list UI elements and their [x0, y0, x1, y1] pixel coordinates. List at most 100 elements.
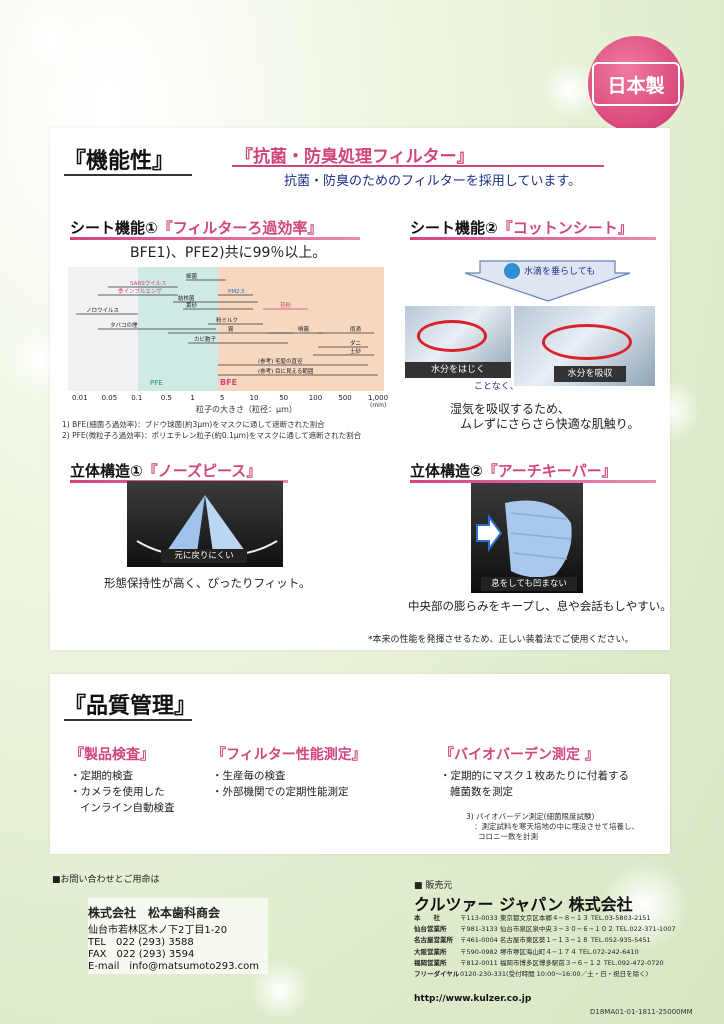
- highlight-ring: [417, 320, 487, 352]
- office-row: 仙台営業所〒981-3133 仙台市泉区泉中央３−３０−６−１０２ TEL.02…: [414, 924, 714, 935]
- arch-keeper-photo: 息をしても凹まない: [471, 483, 583, 593]
- usage-footnote: *本来の性能を発揮させるため、正しい装着法でご使用ください。: [368, 635, 634, 645]
- particle-label: SARSウイルス: [130, 279, 167, 287]
- particle-label: 結核菌: [178, 294, 195, 302]
- sheet2-underline: [410, 237, 656, 240]
- office-name: 名古屋営業所: [414, 936, 453, 945]
- struct2-desc: 中央部の膨らみをキープし、息や会話もしやすい。: [408, 599, 672, 613]
- sheet2-desc-1: 湿気を吸収するため、: [450, 402, 571, 416]
- sheet1-underline: [70, 237, 360, 240]
- contact-label: ■お問い合わせとご用命は: [52, 875, 160, 885]
- qm-item: ・定期的検査: [70, 770, 133, 782]
- struct1-name: 『ノーズピース』: [142, 462, 262, 480]
- sparkle: [20, 10, 80, 70]
- badge-label: 日本製: [592, 62, 680, 106]
- particle-label: 花粉: [280, 301, 292, 309]
- x-tick-label: 50: [279, 394, 289, 402]
- x-tick-label: 1,000: [368, 394, 389, 402]
- mask-pleats: [510, 512, 572, 560]
- dealer-fax: FAX 022 (293) 3594: [88, 949, 195, 960]
- sheet2-prefix: シート機能②: [410, 219, 498, 237]
- note-line: コロニー数を計測: [478, 832, 538, 841]
- drop-label: 水滴を垂らしても: [524, 267, 596, 277]
- particle-label: 細菌: [186, 272, 198, 280]
- office-name: 大阪営業所: [414, 947, 447, 956]
- sheet1-name: 『フィルターろ過効率』: [157, 219, 323, 237]
- x-axis-unit: (mm): [370, 402, 387, 409]
- office-name: フリーダイヤル: [414, 970, 460, 979]
- sheet1-title: シート機能①『フィルターろ過効率』: [70, 217, 322, 238]
- note-line: 3) バイオバーデン測定(細菌限度試験): [466, 812, 595, 821]
- sheet1-subtitle: BFE1)、PFE2)共に99％以上。: [130, 245, 327, 261]
- office-row: 大阪営業所 〒590-0982 堺市堺区海山町４−１７４ TEL.072-242-…: [414, 947, 714, 958]
- office-row: 名古屋営業所〒461-0004 名古屋市東区葵１−１３−１８ TEL.052-9…: [414, 935, 714, 946]
- qm-item: ・定期的にマスク１枚あたりに付着する: [440, 770, 629, 782]
- sheet1-prefix: シート機能①: [70, 219, 158, 237]
- quality-panel: [50, 674, 670, 854]
- struct2-underline: [410, 480, 656, 483]
- sheet2-name: 『コットンシート』: [497, 219, 633, 237]
- x-axis-label: 粒子の大きさ（粒径：μm）: [196, 405, 297, 414]
- office-address: 〒461-0004 名古屋市東区葵１−１３−１８ TEL.052-935-545…: [460, 936, 651, 945]
- quality-underline: [64, 719, 192, 721]
- particle-label: PM2.5: [228, 289, 245, 295]
- office-list: 本 社〒113-0033 東京都文京区本郷４−８−１３ TEL.03-5803-…: [414, 913, 714, 980]
- particle-label: ノロウイルス: [86, 306, 119, 314]
- filter-description: 抗菌・防臭のためのフィルターを採用しています。: [284, 174, 582, 189]
- qm-item: ・外部機関での定期性能測定: [212, 786, 349, 798]
- qm-item: ・生産毎の検査: [212, 770, 286, 782]
- seller-label: ■ 販売元: [414, 881, 453, 891]
- particle-label: (参考) 目に見える範囲: [258, 367, 314, 375]
- office-address: 〒812-0011 福岡市博多区博多駅前３−６−１２ TEL.092-472-0…: [460, 958, 664, 967]
- particle-label: タバコの煙: [110, 321, 138, 329]
- title-underline: [64, 174, 192, 176]
- filter-title: 『抗菌・防臭処理フィルター』: [236, 147, 474, 167]
- x-tick-label: 100: [308, 394, 323, 402]
- seller-url[interactable]: http://www.kulzer.co.jp: [414, 994, 532, 1004]
- mask-right: [205, 495, 245, 553]
- qm-heading: 『製品検査』: [70, 747, 154, 763]
- water-absorb-photo: 水分を吸収: [514, 306, 655, 386]
- repel-caption: 水分をはじく: [405, 362, 511, 378]
- sheet2-desc-2: ムレずにさらさら快適な肌触り。: [460, 417, 640, 431]
- bfe-zone-label: BFE: [220, 378, 237, 387]
- arch-photo-label: 息をしても凹まない: [481, 577, 577, 591]
- bfe-zone: [218, 267, 384, 391]
- absorb-caption: 水分を吸収: [554, 366, 626, 382]
- office-row: フリーダイヤル0120-230-331(受付時間 10:00〜16:00／土・日…: [414, 969, 714, 980]
- office-name: 本 社: [414, 914, 440, 922]
- dealer-email[interactable]: E-mail info@matsumoto293.com: [88, 961, 259, 972]
- document-code: D18MA01-01-1811-25000MM: [590, 1008, 693, 1016]
- office-row: 本 社〒113-0033 東京都文京区本郷４−８−１３ TEL.03-5803-…: [414, 913, 714, 924]
- nose-photo-label: 元に戻りにくい: [161, 549, 247, 563]
- particle-label: 霧: [228, 326, 234, 333]
- water-drop-icon: [504, 263, 520, 279]
- x-tick-label: 5: [220, 394, 225, 402]
- contact-box: 株式会社 松本歯科商会 仙台市若林区木ノ下2丁目1-20 TEL 022 (29…: [88, 898, 268, 974]
- qm-heading: 『フィルター性能測定』: [212, 747, 366, 763]
- nose-piece-photo: 元に戻りにくい: [127, 481, 283, 567]
- x-tick-label: 500: [338, 394, 352, 402]
- x-tick-label: 0.5: [160, 394, 172, 402]
- struct1-title: 立体構造①『ノーズピース』: [70, 460, 261, 481]
- pfe-zone-label: PFE: [150, 379, 163, 387]
- particle-label: 噴霧: [298, 325, 310, 333]
- qm-item: 雑菌数を測定: [450, 786, 513, 798]
- x-tick-label: 0.05: [101, 394, 118, 402]
- dealer-tel: TEL 022 (293) 3588: [88, 937, 194, 948]
- conjunction: ことなく、: [474, 382, 519, 392]
- sheet2-title: シート機能②『コットンシート』: [410, 217, 633, 238]
- struct2-title: 立体構造②『アーチキーパー』: [410, 460, 617, 481]
- office-name: 仙台営業所: [414, 925, 447, 934]
- sparkle: [600, 860, 690, 950]
- particle-label: ダニ: [350, 339, 361, 347]
- office-address: 〒590-0982 堺市堺区海山町４−１７４ TEL.072-242-6410: [460, 947, 639, 956]
- made-in-japan-badge: 日本製: [588, 36, 684, 132]
- function-title: 『機能性』: [64, 149, 175, 174]
- mask-body: [505, 500, 572, 578]
- quality-title: 『品質管理』: [64, 694, 197, 719]
- dealer-name: 株式会社 松本歯科商会: [88, 906, 221, 920]
- filter-underline: [232, 165, 604, 167]
